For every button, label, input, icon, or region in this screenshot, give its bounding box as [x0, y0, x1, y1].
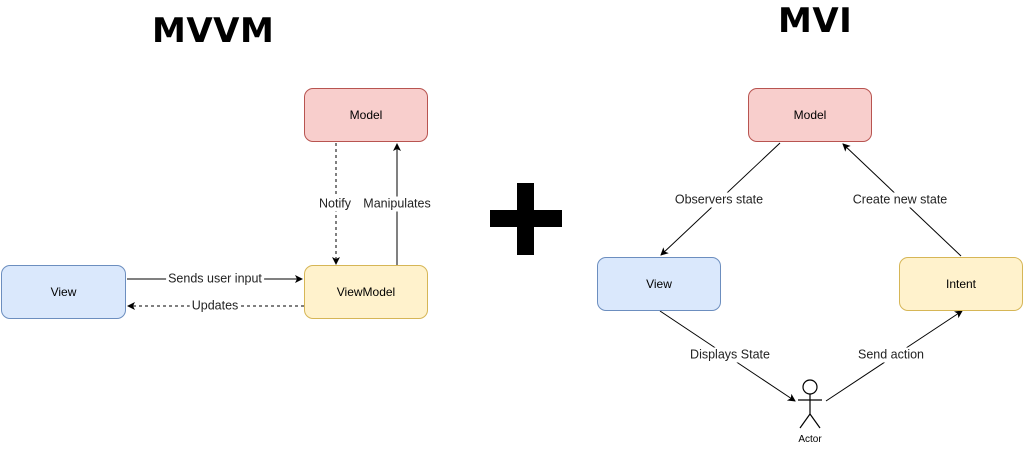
mvi-view-box: View: [597, 257, 721, 311]
mvi-view-label: View: [646, 277, 672, 291]
mvvm-title: MVVM: [152, 11, 275, 51]
mvi-intent-box: Intent: [899, 257, 1023, 311]
mvi-intent-label: Intent: [945, 277, 977, 291]
label-displays-state: Displays State: [688, 347, 772, 363]
mvi-model-box: Model: [748, 88, 872, 142]
label-create-new-state: Create new state: [850, 192, 950, 208]
actor-label: Actor: [798, 434, 822, 445]
mvvm-view-label: View: [50, 285, 77, 299]
mvvm-model-label: Model: [349, 108, 383, 122]
label-updates: Updates: [189, 298, 241, 314]
label-notify: Notify: [317, 196, 353, 212]
mvi-model-label: Model: [793, 108, 827, 122]
mvvm-viewmodel-label: ViewModel: [336, 285, 396, 299]
label-sends-user-input: Sends user input: [166, 271, 264, 287]
mvvm-view-box: View: [1, 265, 126, 319]
plus-icon: [490, 183, 562, 255]
mvvm-model-box: Model: [304, 88, 428, 142]
actor-icon: [798, 379, 822, 429]
label-observers-state: Observers state: [672, 192, 766, 208]
label-send-action: Send action: [855, 347, 927, 363]
mvi-title: MVI: [778, 1, 853, 41]
mvvm-viewmodel-box: ViewModel: [304, 265, 428, 319]
label-manipulates: Manipulates: [361, 196, 433, 212]
